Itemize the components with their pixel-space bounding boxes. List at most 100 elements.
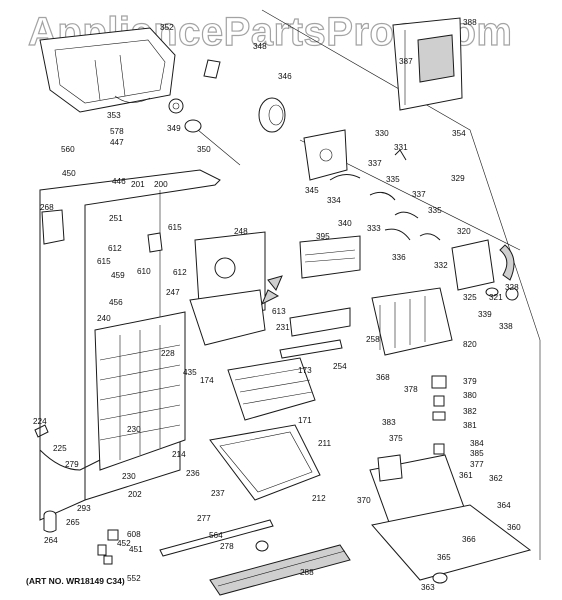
part-number-label: 214 [172, 450, 186, 459]
part-number-label: 230 [122, 472, 136, 481]
part-number-label: 200 [154, 180, 168, 189]
part-number-label: 254 [333, 362, 347, 371]
part-number-label: 395 [316, 232, 330, 241]
part-number-label: 380 [463, 391, 477, 400]
part-number-label: 173 [298, 366, 312, 375]
part-number-label: 325 [463, 293, 477, 302]
part-number-label: 552 [127, 574, 141, 583]
part-number-label: 353 [107, 111, 121, 120]
part-number-label: 382 [463, 407, 477, 416]
part-number-label: 288 [300, 568, 314, 577]
part-number-label: 345 [305, 186, 319, 195]
part-number-label: 333 [367, 224, 381, 233]
part-number-label: 211 [318, 439, 331, 448]
part-number-label: 615 [97, 257, 111, 266]
part-number-label: 268 [40, 203, 54, 212]
part-number-label: 383 [382, 418, 396, 427]
part-number-label: 332 [434, 261, 448, 270]
part-number-label: 212 [312, 494, 326, 503]
part-number-label: 377 [470, 460, 484, 469]
part-number-label: 608 [127, 530, 141, 539]
part-number-label: 224 [33, 417, 47, 426]
part-number-label: 612 [108, 244, 122, 253]
part-number-label: 247 [166, 288, 180, 297]
part-number-label: 379 [463, 377, 477, 386]
part-number-label: 264 [44, 536, 58, 545]
part-number-label: 381 [463, 421, 477, 430]
part-number-label: 237 [211, 489, 225, 498]
part-number-label: 231 [276, 323, 290, 332]
part-number-label: 368 [376, 373, 390, 382]
part-number-label: 452 [117, 539, 131, 548]
part-number-label: 610 [137, 267, 151, 276]
part-number-label: 340 [338, 219, 352, 228]
part-number-label: 202 [128, 490, 142, 499]
part-number-label: 578 [110, 127, 124, 136]
part-number-label: 350 [197, 145, 211, 154]
part-number-label: 361 [459, 471, 473, 480]
part-number-label: 334 [327, 196, 341, 205]
part-number-labels: 388 352 348 387 346 353 349 578 447 560 350 354 330 3… [33, 18, 521, 592]
part-number-label: 331 [394, 143, 408, 152]
part-drawings [34, 9, 541, 596]
part-number-label: 330 [375, 129, 389, 138]
part-number-label: 375 [389, 434, 403, 443]
part-number-label: 321 [489, 293, 503, 302]
part-number-label: 613 [272, 307, 286, 316]
part-number-label: 348 [253, 42, 267, 51]
part-number-label: 612 [173, 268, 187, 277]
part-number-label: 450 [62, 169, 76, 178]
part-number-label: 320 [457, 227, 471, 236]
part-number-label: 820 [463, 340, 477, 349]
part-number-label: 447 [110, 138, 124, 147]
part-number-label: 564 [209, 531, 223, 540]
part-number-label: 560 [61, 145, 75, 154]
part-number-label: 236 [186, 469, 200, 478]
part-number-label: 338 [499, 322, 513, 331]
part-number-label: 456 [109, 298, 123, 307]
part-number-label: 378 [404, 385, 418, 394]
part-number-label: 435 [183, 368, 197, 377]
art-number: (ART NO. WR18149 C34) [26, 576, 125, 586]
part-number-label: 352 [160, 23, 174, 32]
part-number-label: 385 [470, 449, 484, 458]
part-number-label: 240 [97, 314, 111, 323]
part-number-label: 364 [497, 501, 511, 510]
part-number-label: 337 [368, 159, 382, 168]
part-number-label: 171 [298, 416, 312, 425]
part-number-label: 293 [77, 504, 91, 513]
part-number-label: 446 [112, 177, 126, 186]
part-number-label: 225 [53, 444, 67, 453]
part-number-label: 228 [161, 349, 175, 358]
part-number-label: 258 [366, 335, 380, 344]
part-number-label: 366 [462, 535, 476, 544]
part-number-label: 339 [478, 310, 492, 319]
part-number-label: 230 [127, 425, 141, 434]
part-number-label: 384 [470, 439, 484, 448]
part-number-label: 363 [421, 583, 435, 592]
part-number-label: 337 [412, 190, 426, 199]
part-number-label: 279 [65, 460, 79, 469]
part-number-label: 349 [167, 124, 181, 133]
part-number-label: 615 [168, 223, 182, 232]
part-number-label: 251 [109, 214, 123, 223]
part-number-label: 265 [66, 518, 80, 527]
part-number-label: 388 [463, 18, 477, 27]
part-number-label: 354 [452, 129, 466, 138]
part-number-label: 387 [399, 57, 413, 66]
part-number-label: 360 [507, 523, 521, 532]
part-number-label: 278 [220, 542, 234, 551]
part-number-label: 201 [131, 180, 145, 189]
part-number-label: 277 [197, 514, 211, 523]
part-number-label: 328 [505, 283, 519, 292]
part-number-label: 451 [129, 545, 143, 554]
part-number-label: 329 [451, 174, 465, 183]
part-number-label: 346 [278, 72, 292, 81]
part-number-label: 370 [357, 496, 371, 505]
part-number-label: 336 [392, 253, 406, 262]
part-number-label: 248 [234, 227, 248, 236]
part-number-label: 174 [200, 376, 214, 385]
part-number-label: 362 [489, 474, 503, 483]
part-number-label: 335 [386, 175, 400, 184]
